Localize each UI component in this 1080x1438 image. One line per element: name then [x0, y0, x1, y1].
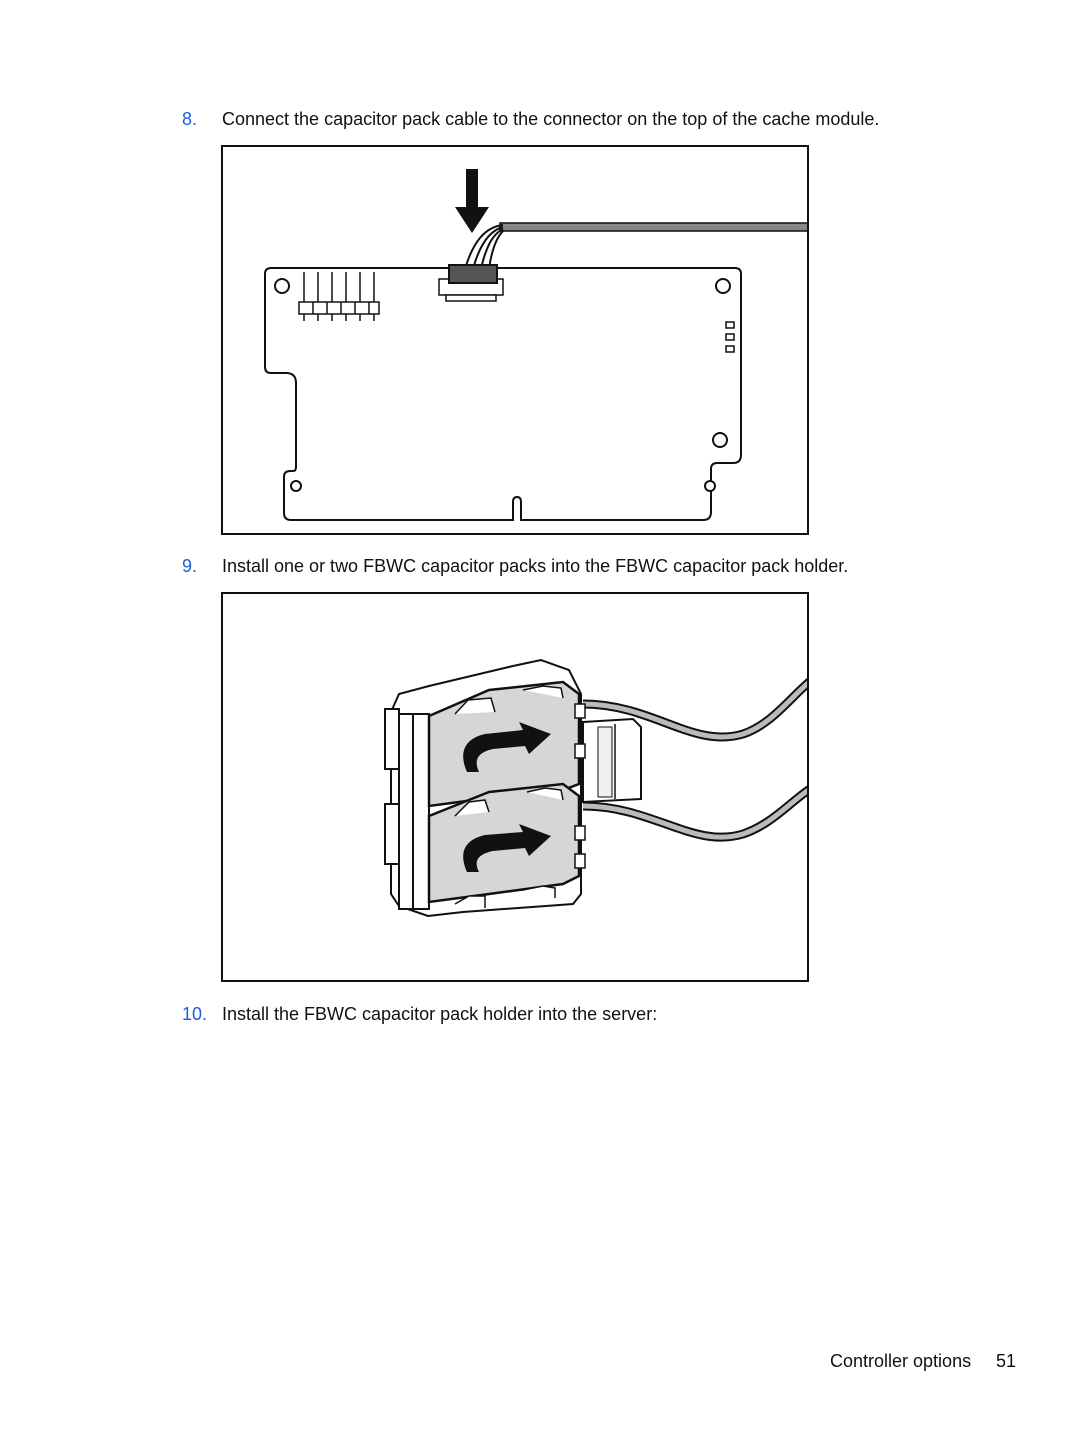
step-number: 9. — [182, 556, 198, 576]
step-text: Install one or two FBWC capacitor packs … — [222, 556, 849, 576]
status-leds — [725, 321, 735, 353]
page-number: 51 — [996, 1351, 1017, 1371]
capacitor-cables — [582, 678, 807, 842]
mounting-holes — [274, 278, 731, 492]
cable-wires — [464, 224, 504, 270]
cache-module-board — [264, 267, 742, 521]
pin-header — [298, 272, 380, 321]
capacitor-pack-illustration — [384, 658, 807, 918]
down-arrow-icon — [455, 169, 489, 233]
footer-section-title: Controller options — [830, 1351, 972, 1371]
side-connector — [582, 717, 642, 804]
capacitor-cable — [499, 222, 807, 232]
step-text: Install the FBWC capacitor pack holder i… — [222, 1004, 658, 1024]
connector — [438, 264, 504, 302]
holder-latches — [574, 703, 586, 869]
step-number: 8. — [182, 109, 198, 129]
capacitor-pack-1 — [427, 680, 581, 808]
step-number: 10. — [182, 1004, 208, 1024]
capacitor-pack-2 — [427, 782, 581, 908]
curved-arrow-icon — [463, 722, 551, 772]
step-text: Connect the capacitor pack cable to the … — [222, 109, 880, 129]
cache-module-figure — [221, 145, 809, 535]
cache-module-illustration — [264, 169, 807, 521]
curved-arrow-icon — [463, 824, 551, 872]
capacitor-pack-figure — [221, 592, 809, 982]
